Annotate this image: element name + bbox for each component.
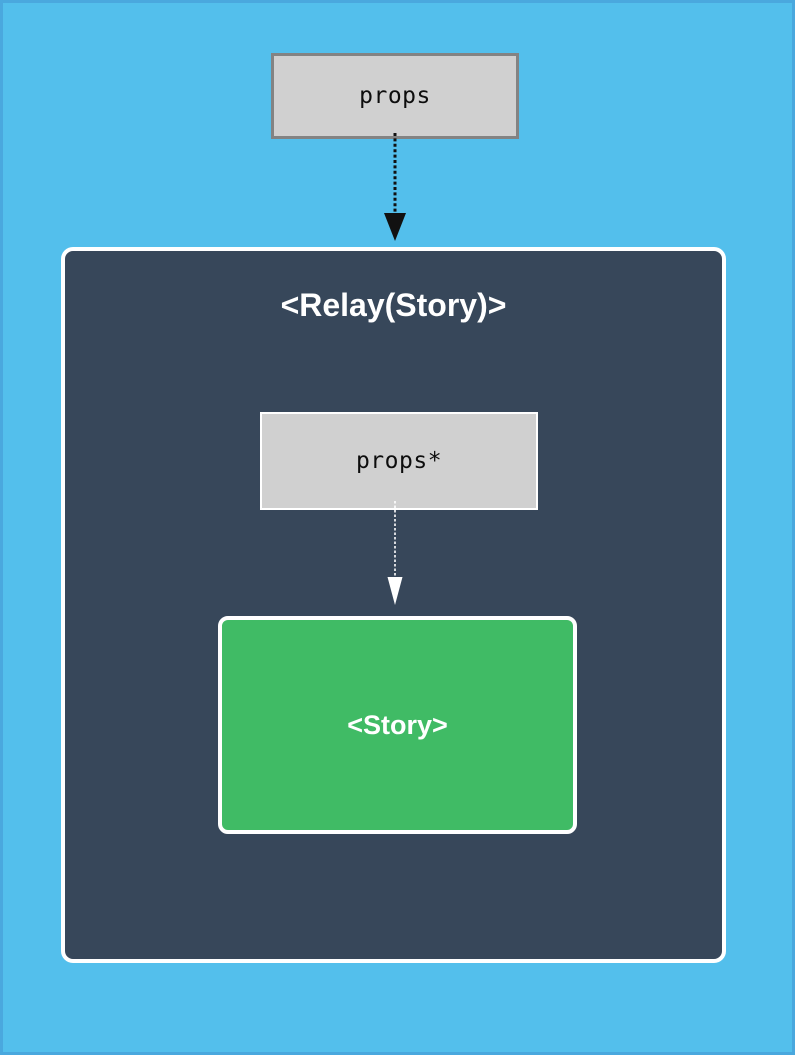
story-box: <Story> [218, 616, 577, 834]
props-box: props [271, 53, 519, 139]
props-star-box-label: props* [355, 448, 443, 474]
props-box-label: props [359, 83, 431, 109]
arrowhead-icon [387, 577, 403, 605]
arrow-props-star-to-story [387, 501, 403, 605]
arrowhead-icon [384, 213, 406, 241]
relay-story-container: <Relay(Story)> props* <Story> [61, 247, 726, 963]
props-star-box: props* [260, 412, 538, 510]
arrow-props-to-relay [384, 133, 406, 241]
story-box-label: <Story> [347, 709, 448, 740]
relay-container-title: <Relay(Story)> [280, 287, 507, 323]
